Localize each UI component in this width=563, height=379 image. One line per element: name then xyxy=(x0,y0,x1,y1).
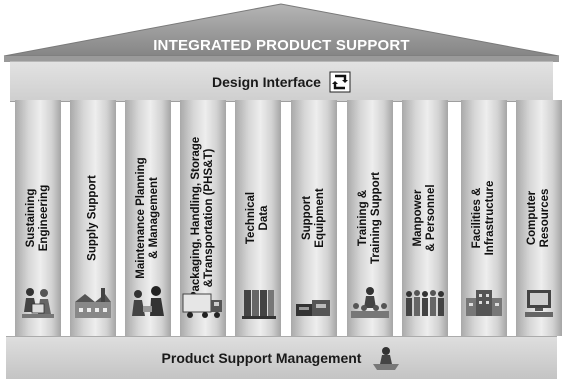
people-group-icon xyxy=(406,290,444,316)
maintenance-workers-icon xyxy=(132,286,164,316)
classroom-icon xyxy=(351,287,389,318)
engineers-icon xyxy=(22,288,54,318)
design-interface-label: Design Interface xyxy=(212,73,321,90)
building-icon xyxy=(466,290,502,316)
base-label: Product Support Management xyxy=(161,350,362,366)
column-manpower: Manpower & Personnel xyxy=(402,100,448,336)
design-interface-band: Design Interface xyxy=(10,61,553,102)
roof-title: INTEGRATED PRODUCT SUPPORT xyxy=(153,37,410,54)
column-sustaining-engineering: Sustaining Engineering xyxy=(15,100,61,336)
warehouse-icon xyxy=(75,288,111,318)
manager-desk-icon xyxy=(373,347,400,370)
roof-pediment xyxy=(3,3,560,62)
column-maintenance-planning: Maintenance Planning & Management xyxy=(125,100,171,336)
column-facilities: Facilities & Infrastructure xyxy=(461,100,507,336)
product-support-management-base: Product Support Management xyxy=(6,336,557,379)
column-computer-resources: Computer Resources xyxy=(516,100,562,336)
column-technical-data: Technical Data xyxy=(235,100,281,336)
column-training: Training & Training Support xyxy=(347,100,393,336)
column-packaging-handling: Packaging, Handling, Storage &Transporta… xyxy=(180,100,226,336)
binders-icon xyxy=(242,290,276,319)
column-supply-support: Supply Support xyxy=(70,100,116,336)
column-support-equipment: Support Equipment xyxy=(291,100,337,336)
computer-icon xyxy=(525,290,553,317)
cycle-arrows-icon xyxy=(329,71,351,92)
truck-icon xyxy=(182,293,222,318)
equipment-icon xyxy=(296,300,330,316)
